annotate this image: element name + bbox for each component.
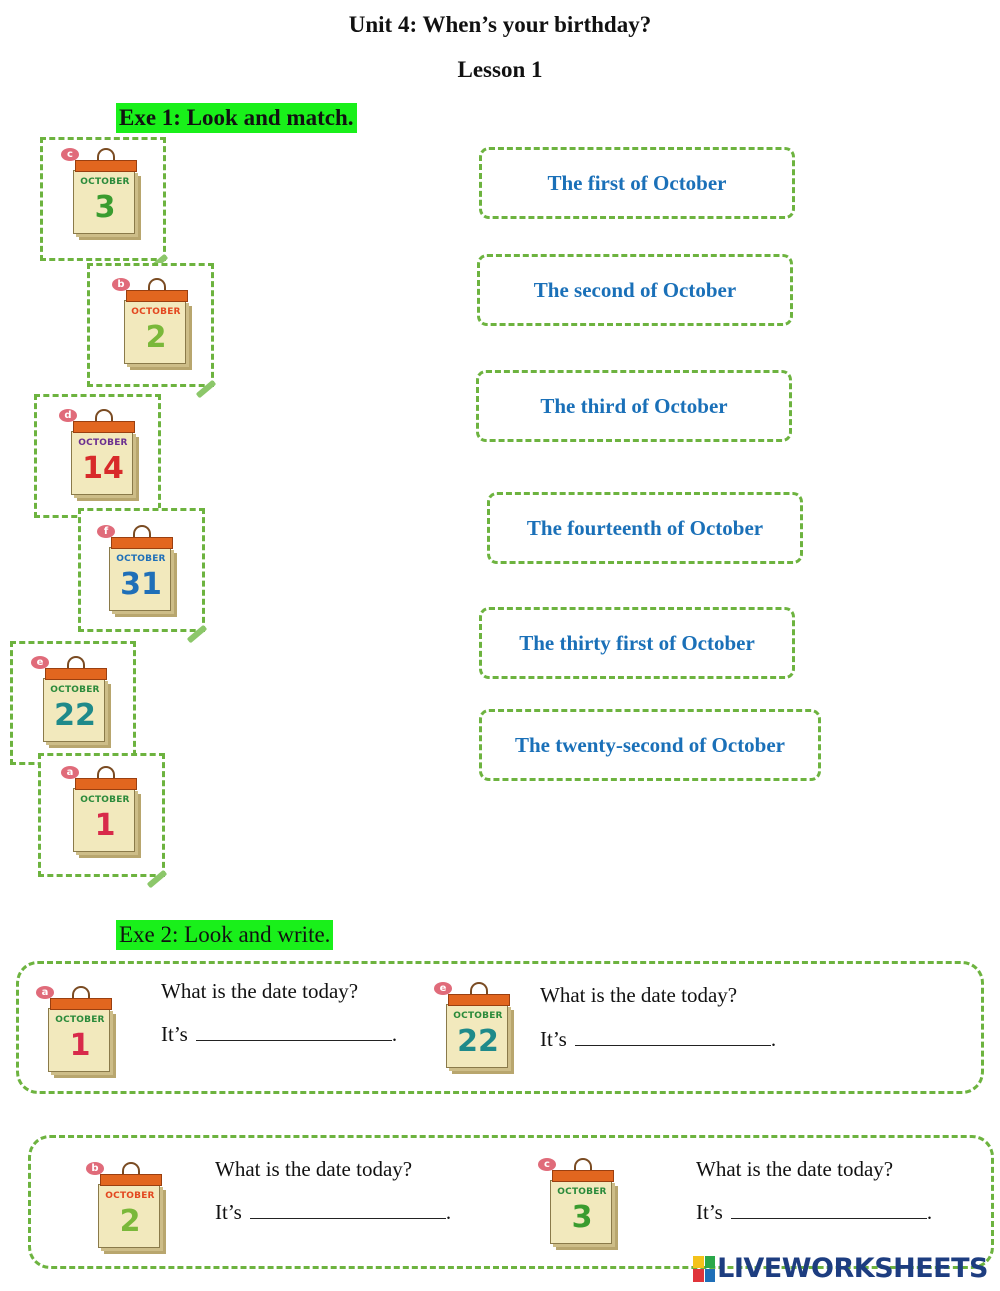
match-target-fourteenth[interactable]: The fourteenth of October <box>487 492 803 564</box>
answer-end: . <box>926 1200 933 1224</box>
question-4: What is the date today? <box>696 1157 894 1181</box>
calendar-month: OCTOBER <box>80 177 130 187</box>
calendar-month: OCTOBER <box>80 795 130 805</box>
answer-input-3[interactable] <box>249 1198 446 1219</box>
calendar-icon: b OCTOBER 2 <box>112 278 192 366</box>
calendar-letter: a <box>36 986 54 999</box>
calendar-letter: f <box>97 525 115 538</box>
calendar-month: OCTOBER <box>453 1011 503 1021</box>
calendar-month: OCTOBER <box>557 1187 607 1197</box>
match-target-second[interactable]: The second of October <box>477 254 793 326</box>
calendar-icon: c OCTOBER 3 <box>538 1158 618 1246</box>
calendar-day: 2 <box>119 1204 141 1239</box>
answer-prompt: It’s <box>696 1200 723 1224</box>
match-tile-d[interactable]: d OCTOBER 14 <box>34 394 164 530</box>
answer-line-4: It’s. <box>696 1198 932 1225</box>
exercise2-heading: Exe 2: Look and write. <box>116 920 334 950</box>
answer-prompt: It’s <box>540 1027 567 1051</box>
calendar-icon: c OCTOBER 3 <box>61 148 141 236</box>
calendar-letter: d <box>59 409 77 422</box>
calendar-month: OCTOBER <box>131 307 181 317</box>
calendar-icon: a OCTOBER 1 <box>61 766 141 854</box>
match-target-third[interactable]: The third of October <box>476 370 792 442</box>
calendar-month: OCTOBER <box>55 1015 105 1025</box>
answer-input-1[interactable] <box>195 1020 392 1041</box>
answer-input-4[interactable] <box>730 1198 927 1219</box>
calendar-day: 2 <box>145 320 167 355</box>
calendar-letter: c <box>538 1158 556 1171</box>
calendar-day: 22 <box>54 698 96 733</box>
calendar-day: 22 <box>457 1024 499 1059</box>
answer-end: . <box>770 1027 777 1051</box>
calendar-month: OCTOBER <box>105 1191 155 1201</box>
calendar-day: 1 <box>94 808 116 843</box>
calendar-month: OCTOBER <box>116 554 166 564</box>
calendar-letter: b <box>112 278 130 291</box>
calendar-icon: b OCTOBER 2 <box>86 1162 166 1250</box>
calendar-letter: a <box>61 766 79 779</box>
question-2: What is the date today? <box>540 983 738 1007</box>
exercise2-panel-2 <box>28 1135 994 1269</box>
calendar-day: 31 <box>120 567 162 602</box>
calendar-day: 14 <box>82 451 124 486</box>
calendar-day: 3 <box>94 190 116 225</box>
calendar-letter: e <box>31 656 49 669</box>
question-1: What is the date today? <box>161 979 359 1003</box>
calendar-icon: e OCTOBER 22 <box>434 982 514 1070</box>
exercise1-heading: Exe 1: Look and match. <box>116 103 357 133</box>
match-tile-c[interactable]: c OCTOBER 3 <box>40 137 169 273</box>
answer-prompt: It’s <box>161 1022 188 1046</box>
calendar-day: 3 <box>571 1200 593 1235</box>
calendar-letter: c <box>61 148 79 161</box>
calendar-icon: d OCTOBER 14 <box>59 409 139 497</box>
match-target-first[interactable]: The first of October <box>479 147 795 219</box>
calendar-icon: e OCTOBER 22 <box>31 656 111 744</box>
match-tile-a[interactable]: a OCTOBER 1 <box>38 753 168 889</box>
answer-line-2: It’s. <box>540 1025 776 1052</box>
match-tile-f[interactable]: f OCTOBER 31 <box>78 508 208 644</box>
brand-mark-icon <box>693 1255 716 1282</box>
answer-end: . <box>445 1200 452 1224</box>
calendar-month: OCTOBER <box>78 438 128 448</box>
calendar-icon: a OCTOBER 1 <box>36 986 116 1074</box>
lesson-title: Lesson 1 <box>457 57 543 82</box>
answer-prompt: It’s <box>215 1200 242 1224</box>
unit-title: Unit 4: When’s your birthday? <box>348 12 652 37</box>
calendar-letter: e <box>434 982 452 995</box>
calendar-day: 1 <box>69 1028 91 1063</box>
brand-name: LIVEWORKSHEETS <box>717 1253 988 1284</box>
match-target-twenty-second[interactable]: The twenty-second of October <box>479 709 821 781</box>
answer-input-2[interactable] <box>574 1025 771 1046</box>
exercise2-panel-1 <box>16 961 984 1094</box>
match-tile-e[interactable]: e OCTOBER 22 <box>10 641 139 777</box>
answer-line-3: It’s. <box>215 1198 451 1225</box>
match-tile-b[interactable]: b OCTOBER 2 <box>87 263 217 399</box>
liveworksheets-logo: LIVEWORKSHEETS <box>693 1253 988 1284</box>
calendar-month: OCTOBER <box>50 685 100 695</box>
question-3: What is the date today? <box>215 1157 413 1181</box>
calendar-letter: b <box>86 1162 104 1175</box>
answer-line-1: It’s. <box>161 1020 397 1047</box>
answer-end: . <box>391 1022 398 1046</box>
calendar-icon: f OCTOBER 31 <box>97 525 177 613</box>
match-target-thirty-first[interactable]: The thirty first of October <box>479 607 795 679</box>
